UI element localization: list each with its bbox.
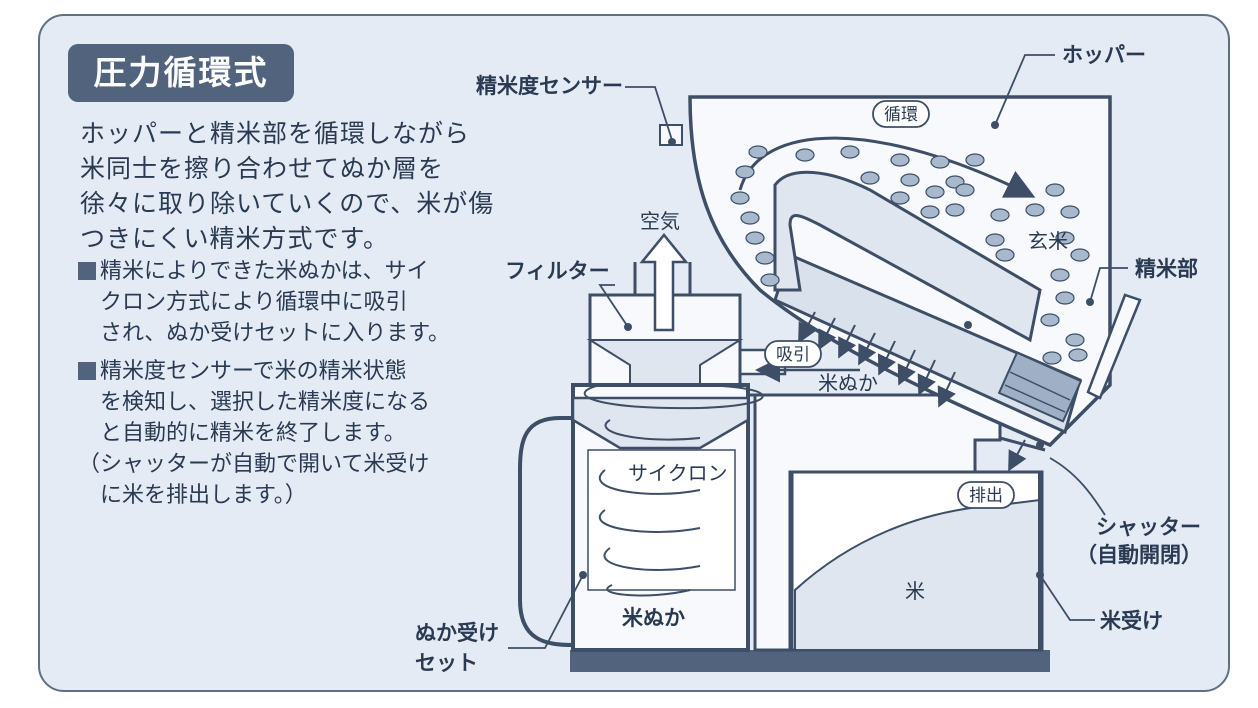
bullet-square-icon — [78, 262, 96, 280]
cyclone-spiral — [583, 384, 764, 597]
label-hopper: ホッパー — [1062, 43, 1146, 67]
note-line: に米を排出します。） — [100, 483, 307, 508]
base-plate — [570, 650, 1050, 672]
rice-grains — [730, 145, 1090, 365]
label-rice-bran-flow: 米ぬか — [818, 371, 878, 395]
label-polishing: 精米部 — [1135, 257, 1198, 281]
title-badge — [68, 44, 294, 102]
intro-text: ホッパーと精米部を循環しながら 米同士を擦り合わせてぬか層を 徐々に取り除いてい… — [80, 116, 510, 256]
air-arrow — [639, 233, 689, 332]
polishing-screw — [997, 351, 1083, 423]
note-line: 精米度センサーで米の精米状態 — [100, 359, 407, 384]
label-brown-rice: 玄米 — [1028, 229, 1068, 253]
label-rice: 米 — [905, 579, 925, 603]
label-discharge: 排出 — [969, 486, 1003, 506]
circulation-arrow — [738, 136, 1036, 198]
bullet-square-icon — [78, 362, 96, 380]
label-shutter-sub: （自動開閉） — [1076, 543, 1202, 567]
intro-line: 徐々に取り除いていくので、米が傷 — [80, 189, 495, 218]
label-air: 空気 — [640, 209, 680, 233]
intro-line: ホッパーと精米部を循環しながら — [80, 119, 471, 148]
rice-pile — [794, 498, 1041, 651]
label-shutter: シャッター — [1096, 515, 1201, 539]
bran-receiver-handle — [518, 416, 574, 647]
label-rice-receiver: 米受け — [1100, 609, 1163, 633]
label-sensor: 精米度センサー — [476, 74, 623, 98]
label-suction: 吸引 — [776, 345, 810, 365]
label-bran-receiver: ぬか受け — [415, 621, 499, 645]
label-bran-box: 米ぬか — [622, 606, 685, 630]
note-bran: 精米によりできた米ぬかは、サイ クロン方式により循環中に吸引 され、ぬか受けセッ… — [78, 256, 450, 349]
circulation-guide — [773, 170, 1042, 343]
leader-lines — [508, 54, 1128, 649]
shutter-point — [1036, 441, 1044, 449]
note-line: と自動的に精米を終了します。 — [100, 421, 406, 446]
note-line: され、ぬか受けセットに入ります。 — [100, 321, 451, 346]
bran-dust-arrows — [798, 311, 1027, 472]
label-bran-receiver-set: セット — [415, 651, 478, 675]
label-cyclone: サイクロン — [628, 461, 728, 485]
label-filter: フィルター — [505, 259, 610, 283]
note-line: （シャッターが自動で開いて米受け — [78, 452, 430, 477]
note-line: クロン方式により循環中に吸引 — [100, 290, 408, 315]
note-sensor: 精米度センサーで米の精米状態 を検知し、選択した精米度になる と自動的に精米を終… — [78, 356, 430, 511]
note-line: 精米によりできた米ぬかは、サイ — [100, 259, 429, 284]
title: 圧力循環式 — [93, 53, 269, 92]
intro-line: 米同士を擦り合わせてぬか層を — [80, 154, 445, 183]
note-line: を検知し、選択した精米度になる — [100, 390, 431, 415]
intro-line: つきにくい精米方式です。 — [80, 224, 390, 253]
label-circulation: 循環 — [884, 105, 918, 125]
polishing-wall — [1086, 293, 1142, 400]
